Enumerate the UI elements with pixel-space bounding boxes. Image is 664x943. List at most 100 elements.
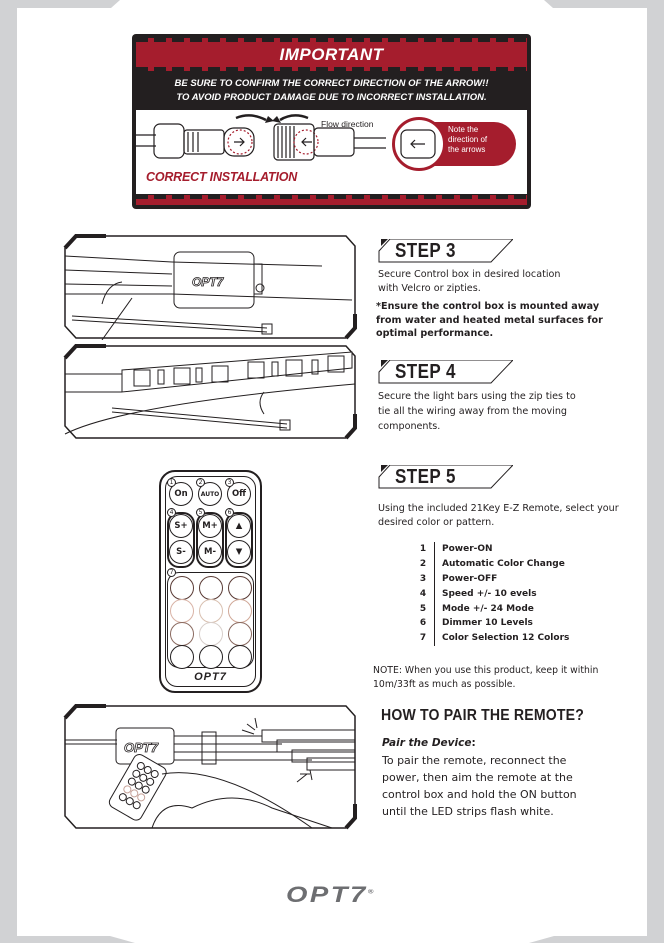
speed-group [167, 512, 195, 568]
text-line: To pair the remote, reconnect the [382, 754, 567, 767]
legend-num: 5 [419, 603, 427, 614]
text-line: components. [378, 421, 441, 432]
note-line: Note the [448, 125, 479, 134]
step3-illustration: OPT7 [62, 234, 357, 340]
legend-row: 2 Automatic Color Change [412, 556, 569, 572]
legend-label: Color Selection 12 Colors [442, 633, 570, 644]
warning-line: BE SURE TO CONFIRM THE CORRECT DIRECTION… [174, 78, 489, 89]
legend-label: Dimmer 10 Levels [442, 618, 533, 629]
important-header: IMPORTANT [136, 38, 527, 71]
dimmer-group [225, 512, 253, 568]
color-button [170, 576, 194, 600]
color-button [170, 599, 194, 623]
note-arrows-text: Note the direction of the arrows [448, 125, 487, 155]
legend-row: 1 Power-ON [412, 542, 569, 557]
step4-label: STEP 4 [395, 361, 456, 383]
step3-text: Secure Control box in desired location w… [378, 268, 560, 295]
legend-row: 3 Power-OFF [412, 571, 569, 587]
text-line: Using the included 21Key E-Z Remote, sel… [378, 503, 619, 514]
legend-num: 6 [419, 618, 427, 629]
remote-legend: 1 Power-ON 2 Automatic Color Change 3 Power… [412, 542, 569, 646]
legend-label: Automatic Color Change [442, 559, 565, 570]
color-button [170, 645, 194, 669]
remote-num: 5 [196, 508, 205, 517]
connector-diagram: Flow direction Note the direction of the… [136, 110, 527, 194]
remote-mode-down-button: M- [198, 540, 222, 564]
color-button [170, 622, 194, 646]
range-note: NOTE: When you use this product, keep it… [373, 664, 598, 692]
important-warning: BE SURE TO CONFIRM THE CORRECT DIRECTION… [132, 77, 531, 105]
text-line: tie all the wiring away from the moving [378, 406, 568, 417]
text-line: desired color or pattern. [378, 517, 495, 528]
legend-num: 7 [419, 633, 427, 644]
color-button [228, 599, 252, 623]
pair-remote-illustration: OPT7 [63, 704, 357, 830]
important-banner: IMPORTANT BE SURE TO CONFIRM THE CORRECT… [132, 34, 531, 209]
footer-logo-text: OPT7 [286, 882, 368, 907]
step3-warning: *Ensure the control box is mounted away … [376, 300, 603, 341]
remote-logo: OPT7 [194, 671, 227, 683]
color-button [199, 599, 223, 623]
remote-num: 4 [167, 508, 176, 517]
legend-row: 4 Speed +/- 10 evels [412, 586, 569, 602]
remote-speed-down-button: S- [169, 540, 193, 564]
legend-num: 4 [419, 588, 427, 599]
text-line: from water and heated metal surfaces for [376, 314, 603, 326]
control-box-logo: OPT7 [192, 275, 225, 289]
trademark-symbol: ® [367, 889, 374, 896]
sun-down-icon: ▼ [227, 540, 251, 564]
legend-label: Mode +/- 24 Mode [442, 603, 534, 614]
connector-illustration [136, 114, 386, 161]
legend-row: 6 Dimmer 10 Levels [412, 615, 569, 631]
legend-row: 7 Color Selection 12 Colors [412, 630, 570, 646]
text-line: Secure Control box in desired location [378, 269, 561, 280]
remote-diagram: On AUTO Off 1 2 3 S+ S- M+ M- ▲ ▼ 4 5 6 … [159, 470, 262, 693]
text-line: until the LED strips flash white. [382, 805, 554, 818]
step4-illustration [62, 344, 357, 440]
legend-row: 5 Mode +/- 24 Mode [412, 601, 569, 616]
legend-num: 3 [419, 573, 427, 584]
flow-direction-label: Flow direction [321, 119, 374, 129]
remote-num: 7 [167, 568, 176, 577]
step3-label: STEP 3 [395, 240, 456, 262]
text-line: NOTE: When you use this product, keep it… [373, 665, 599, 676]
pair-subtitle-colon: : [471, 737, 476, 749]
important-title: IMPORTANT [279, 45, 384, 64]
sun-up-icon: ▲ [227, 514, 251, 538]
note-line: the arrows [448, 145, 486, 154]
remote-auto-button: AUTO [198, 482, 222, 506]
color-button [228, 645, 252, 669]
legend-label: Power-ON [442, 544, 493, 555]
text-line: control box and hold the ON button [382, 788, 577, 801]
color-button [199, 645, 223, 669]
light-bar-mount-illustration [63, 344, 357, 440]
color-button [228, 622, 252, 646]
step3-header: STEP 3 [378, 239, 513, 263]
remote-mode-up-button: M+ [198, 514, 222, 538]
correct-installation-label: CORRECT INSTALLATION [146, 170, 298, 184]
remote-num: 1 [167, 478, 176, 487]
arrow-detail-circle [392, 117, 446, 171]
arrow-detail-icon [400, 129, 436, 159]
color-button [199, 622, 223, 646]
step5-text: Using the included 21Key E-Z Remote, sel… [378, 502, 619, 530]
legend-label: Power-OFF [442, 573, 498, 584]
remote-num: 3 [225, 478, 234, 487]
text-line: with Velcro or zipties. [378, 282, 481, 294]
control-box-mount-illustration: OPT7 [63, 234, 357, 340]
text-line: 10m/33ft as much as possible. [373, 679, 516, 690]
step5-header: STEP 5 [378, 465, 513, 489]
step4-text: Secure the light bars using the zip ties… [378, 389, 576, 434]
step4-header: STEP 4 [378, 360, 513, 384]
legend-label: Speed +/- 10 evels [442, 588, 537, 599]
text-line: *Ensure the control box is mounted away [376, 301, 600, 312]
legend-num: 1 [419, 544, 427, 555]
step5-label: STEP 5 [395, 466, 456, 488]
color-button [199, 576, 223, 600]
legend-num: 2 [419, 559, 427, 570]
pair-subtitle: Pair the Device: [382, 737, 476, 749]
pair-box-logo: OPT7 [124, 740, 159, 755]
remote-num: 2 [196, 478, 205, 487]
important-footer-stripe [136, 195, 527, 205]
remote-speed-up-button: S+ [169, 514, 193, 538]
